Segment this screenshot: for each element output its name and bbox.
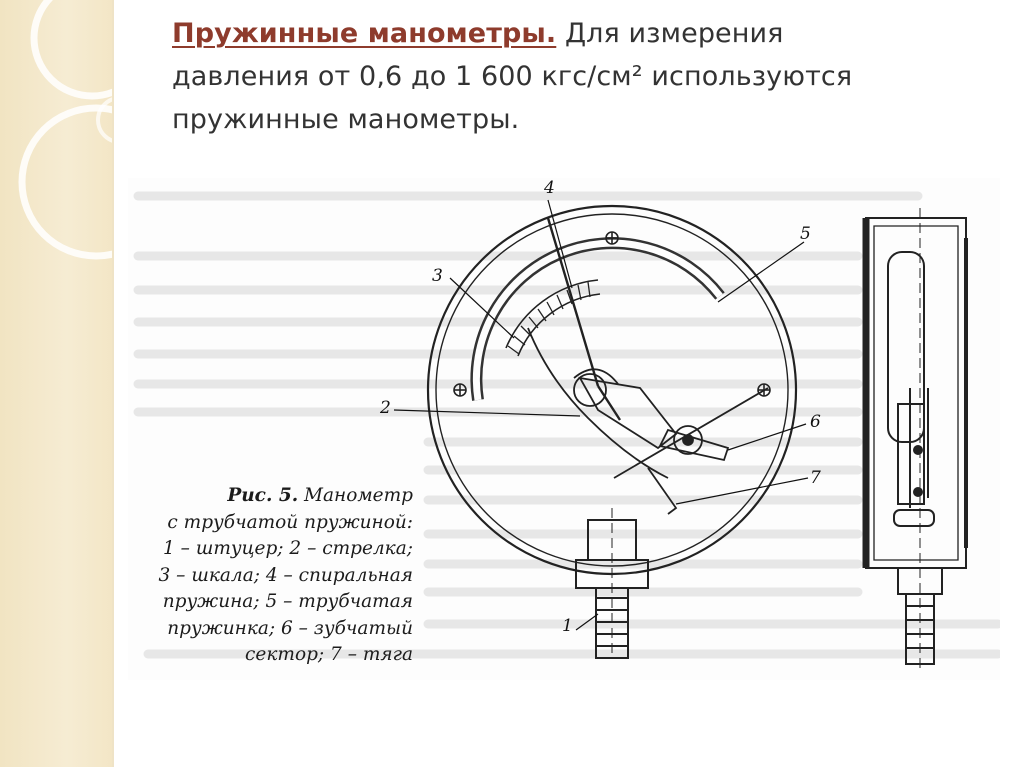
- manometer-drawing: [133, 191, 1000, 668]
- caption-line-5: пружина; 5 – трубчатая: [162, 591, 413, 612]
- callout-leaders: [393, 199, 809, 631]
- caption-line-4: 3 – шкала; 4 – спиральная: [158, 564, 413, 586]
- gauge-body: [426, 204, 798, 576]
- callout-6: 6: [810, 412, 821, 432]
- caption-title: Рис. 5.: [227, 485, 299, 506]
- decorative-rings: [18, 0, 112, 260]
- manometer-figure: 4 3 5 2 6 7 1: [128, 178, 1000, 680]
- gauge-fitting: [575, 508, 649, 659]
- callout-4: 4: [544, 178, 555, 198]
- figure-caption: Рис. 5. Манометр с трубчатой пружиной: 1…: [143, 483, 413, 669]
- gauge-mechanism: [527, 217, 769, 515]
- scale-ticks: [507, 281, 591, 355]
- gauge-side-view: [862, 208, 968, 668]
- caption-line-7: сектор; 7 – тяга: [245, 644, 413, 665]
- slide-heading: Пружинные манометры.: [172, 18, 557, 49]
- callout-5: 5: [800, 224, 811, 244]
- text-line-1: Для измерения: [556, 18, 784, 49]
- slide-paragraph: Пружинные манометры. Для измерения давле…: [172, 12, 992, 141]
- decorative-left-band: [0, 0, 112, 767]
- caption-line-2: с трубчатой пружиной:: [167, 511, 413, 533]
- text-line-3: пружинные манометры.: [172, 104, 520, 135]
- callout-1: 1: [562, 616, 573, 636]
- caption-line-1: Манометр: [304, 485, 413, 506]
- callout-3: 3: [432, 266, 443, 286]
- text-line-2: давления от 0,6 до 1 600 кгс/см² использ…: [172, 61, 853, 92]
- caption-line-3: 1 – штуцер; 2 – стрелка;: [163, 538, 413, 559]
- band-divider: [112, 0, 114, 767]
- callout-7: 7: [810, 468, 821, 488]
- callout-2: 2: [380, 398, 391, 418]
- caption-line-6: пружинка; 6 – зубчатый: [167, 617, 413, 639]
